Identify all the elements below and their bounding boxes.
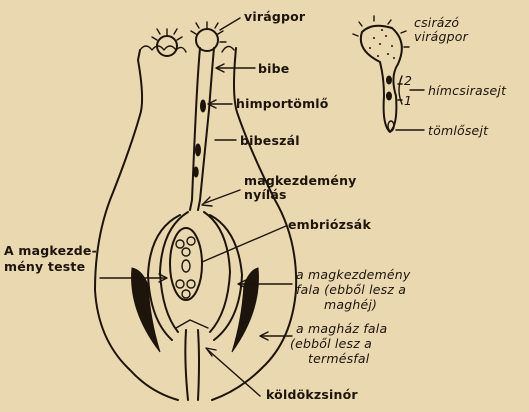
label-maghaz-line2: (ebből lesz a [290,337,372,350]
label-tomlosejt: tömlősejt [428,124,488,137]
label-koldokzsinor: köldökzsinór [266,388,358,401]
label-fala-line2: fala (ebből lesz a [296,283,406,296]
stigma [140,46,234,52]
funiculus [185,330,199,400]
label-fala-line3: maghéj) [324,298,377,311]
ovary-wall-dark [132,268,160,352]
label-magkezdemeny-line2: nyílás [244,188,287,201]
label-teste-line2: mény teste [4,260,85,273]
label-csirazo-line1: csirázó [414,16,459,29]
label-magkezdemeny-line1: magkezdemény [244,174,357,187]
pollen-tube [190,48,200,210]
label-teste-line1: A magkezde- [4,244,97,257]
germinating-pollen [361,26,402,132]
label-maghaz-line1: a magház fala [296,322,387,335]
label-fala-line1: a magkezdemény [296,268,411,281]
label-num-1: 1 [404,94,412,107]
label-num-2: 2 [404,74,412,87]
label-himportomlo: himportömlő [236,97,329,110]
embryo-sac [170,228,202,300]
label-viragpor: virágpor [244,10,305,23]
label-bibeszal: bibeszál [240,134,300,147]
label-csirazo-line2: virágpor [414,30,468,43]
label-maghaz-line3: termésfal [308,352,369,365]
label-bibe: bibe [258,62,289,75]
label-embriozsak: embriózsák [288,218,371,231]
label-himcsirasejt: hímcsirasejt [428,84,506,97]
